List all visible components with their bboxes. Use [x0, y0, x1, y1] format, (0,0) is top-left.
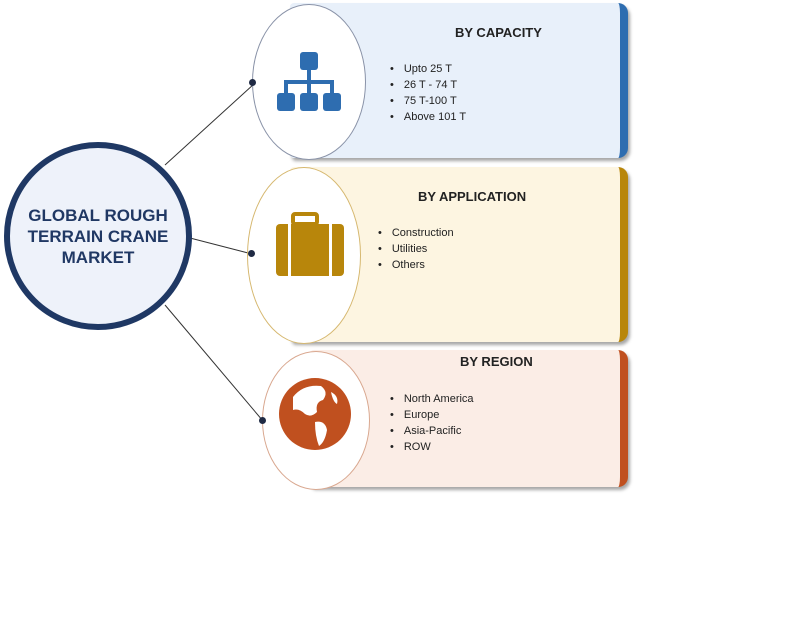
- list-item: Europe: [390, 407, 474, 423]
- list-item: Others: [378, 257, 454, 273]
- list-item: ROW: [390, 439, 474, 455]
- list-item: Asia-Pacific: [390, 423, 474, 439]
- connector-dot: [259, 417, 266, 424]
- region-list: North America Europe Asia-Pacific ROW: [390, 391, 474, 455]
- briefcase-icon: [276, 212, 344, 276]
- application-heading: BY APPLICATION: [418, 189, 527, 204]
- application-icon-ellipse: [247, 167, 361, 344]
- list-item: Upto 25 T: [390, 61, 466, 77]
- market-title: GLOBAL ROUGH TERRAIN CRANE MARKET: [27, 205, 169, 267]
- capacity-list: Upto 25 T 26 T - 74 T 75 T-100 T Above 1…: [390, 61, 466, 125]
- hierarchy-icon: [277, 52, 341, 111]
- connector-dot: [249, 79, 256, 86]
- list-item: Utilities: [378, 241, 454, 257]
- list-item: Construction: [378, 225, 454, 241]
- list-item: North America: [390, 391, 474, 407]
- region-heading: BY REGION: [460, 354, 533, 369]
- list-item: 26 T - 74 T: [390, 77, 466, 93]
- application-list: Construction Utilities Others: [378, 225, 454, 273]
- list-item: Above 101 T: [390, 109, 466, 125]
- connector-dot: [248, 250, 255, 257]
- capacity-icon-ellipse: [252, 4, 366, 160]
- globe-icon: [279, 378, 351, 450]
- capacity-heading: BY CAPACITY: [455, 25, 542, 40]
- market-title-circle: GLOBAL ROUGH TERRAIN CRANE MARKET: [4, 142, 192, 330]
- list-item: 75 T-100 T: [390, 93, 466, 109]
- region-icon-ellipse: [262, 351, 370, 490]
